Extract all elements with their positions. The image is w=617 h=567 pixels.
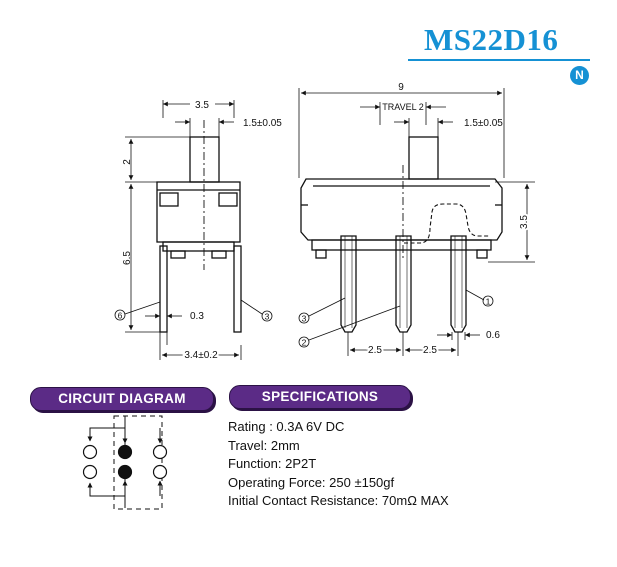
side-pin-left: [159, 245, 168, 333]
front-dim-travel: TRAVEL 2: [382, 102, 424, 112]
side-pin-right-number: 3: [265, 312, 270, 322]
side-dim-body-height: 6.5: [122, 251, 133, 265]
spec-rating: Rating : 0.3A 6V DC: [228, 419, 345, 434]
front-pin-1-number: 1: [486, 297, 491, 307]
side-dim-top-width: 3.5: [195, 100, 209, 111]
front-pin-3: [340, 235, 357, 333]
side-pin-right: [233, 245, 242, 333]
front-actuator: [408, 136, 439, 180]
front-pin-3-number: 3: [302, 314, 307, 324]
front-dim-actuator: 1.5±0.05: [464, 118, 503, 129]
title-underline: [408, 59, 590, 61]
circuit-diagram-header: CIRCUIT DIAGRAM: [30, 387, 214, 411]
side-actuator: [189, 136, 220, 183]
side-dim-bottom-width: 3.4±0.2: [184, 350, 218, 361]
front-dim-height: 3.5: [519, 215, 530, 229]
spec-contact-resistance: Initial Contact Resistance: 70mΩ MAX: [228, 493, 449, 508]
spec-travel: Travel: 2mm: [228, 437, 300, 453]
contact-open-4: [152, 464, 168, 480]
side-view: [156, 120, 242, 333]
front-dim-total: 9: [398, 82, 404, 93]
side-dim-actuator: 1.5±0.05: [243, 118, 282, 129]
contact-common-2: [117, 464, 133, 480]
side-body: [156, 181, 241, 243]
specifications-list: Rating : 0.3A 6V DC Travel: 2mm Function…: [228, 418, 449, 511]
circuit-diagram-label: CIRCUIT DIAGRAM: [58, 391, 186, 406]
front-dim-pin: 0.6: [486, 330, 500, 341]
front-dim-pitch-left: 2.5: [368, 345, 382, 356]
contact-open-1: [82, 444, 98, 460]
side-dim-actuator-height: 2: [122, 159, 133, 165]
front-view: [300, 136, 503, 333]
circuit-diagram: [82, 415, 168, 510]
side-pin-left-number: 6: [118, 311, 123, 321]
contact-open-3: [82, 464, 98, 480]
n-badge-icon: N: [570, 66, 589, 85]
spec-function: Function: 2P2T: [228, 456, 317, 471]
model-title: MS22D16: [424, 22, 559, 57]
front-pin-2: [395, 235, 412, 333]
contact-common-1: [117, 444, 133, 460]
contact-open-2: [152, 444, 168, 460]
front-body: [300, 178, 503, 241]
specifications-header: SPECIFICATIONS: [229, 385, 411, 409]
front-dim-pitch-right: 2.5: [423, 345, 437, 356]
front-pin-1: [450, 235, 467, 333]
front-pin-2-number: 2: [302, 338, 307, 348]
specifications-label: SPECIFICATIONS: [261, 389, 379, 404]
mechanical-drawing: 3.5 1.5±0.05 2 6.5 0.3 3.4±0.2 6 3: [114, 82, 535, 363]
side-dim-pin: 0.3: [190, 311, 204, 322]
spec-operating-force: Operating Force: 250 ±150gf: [228, 474, 395, 490]
slider-box: [113, 415, 163, 510]
